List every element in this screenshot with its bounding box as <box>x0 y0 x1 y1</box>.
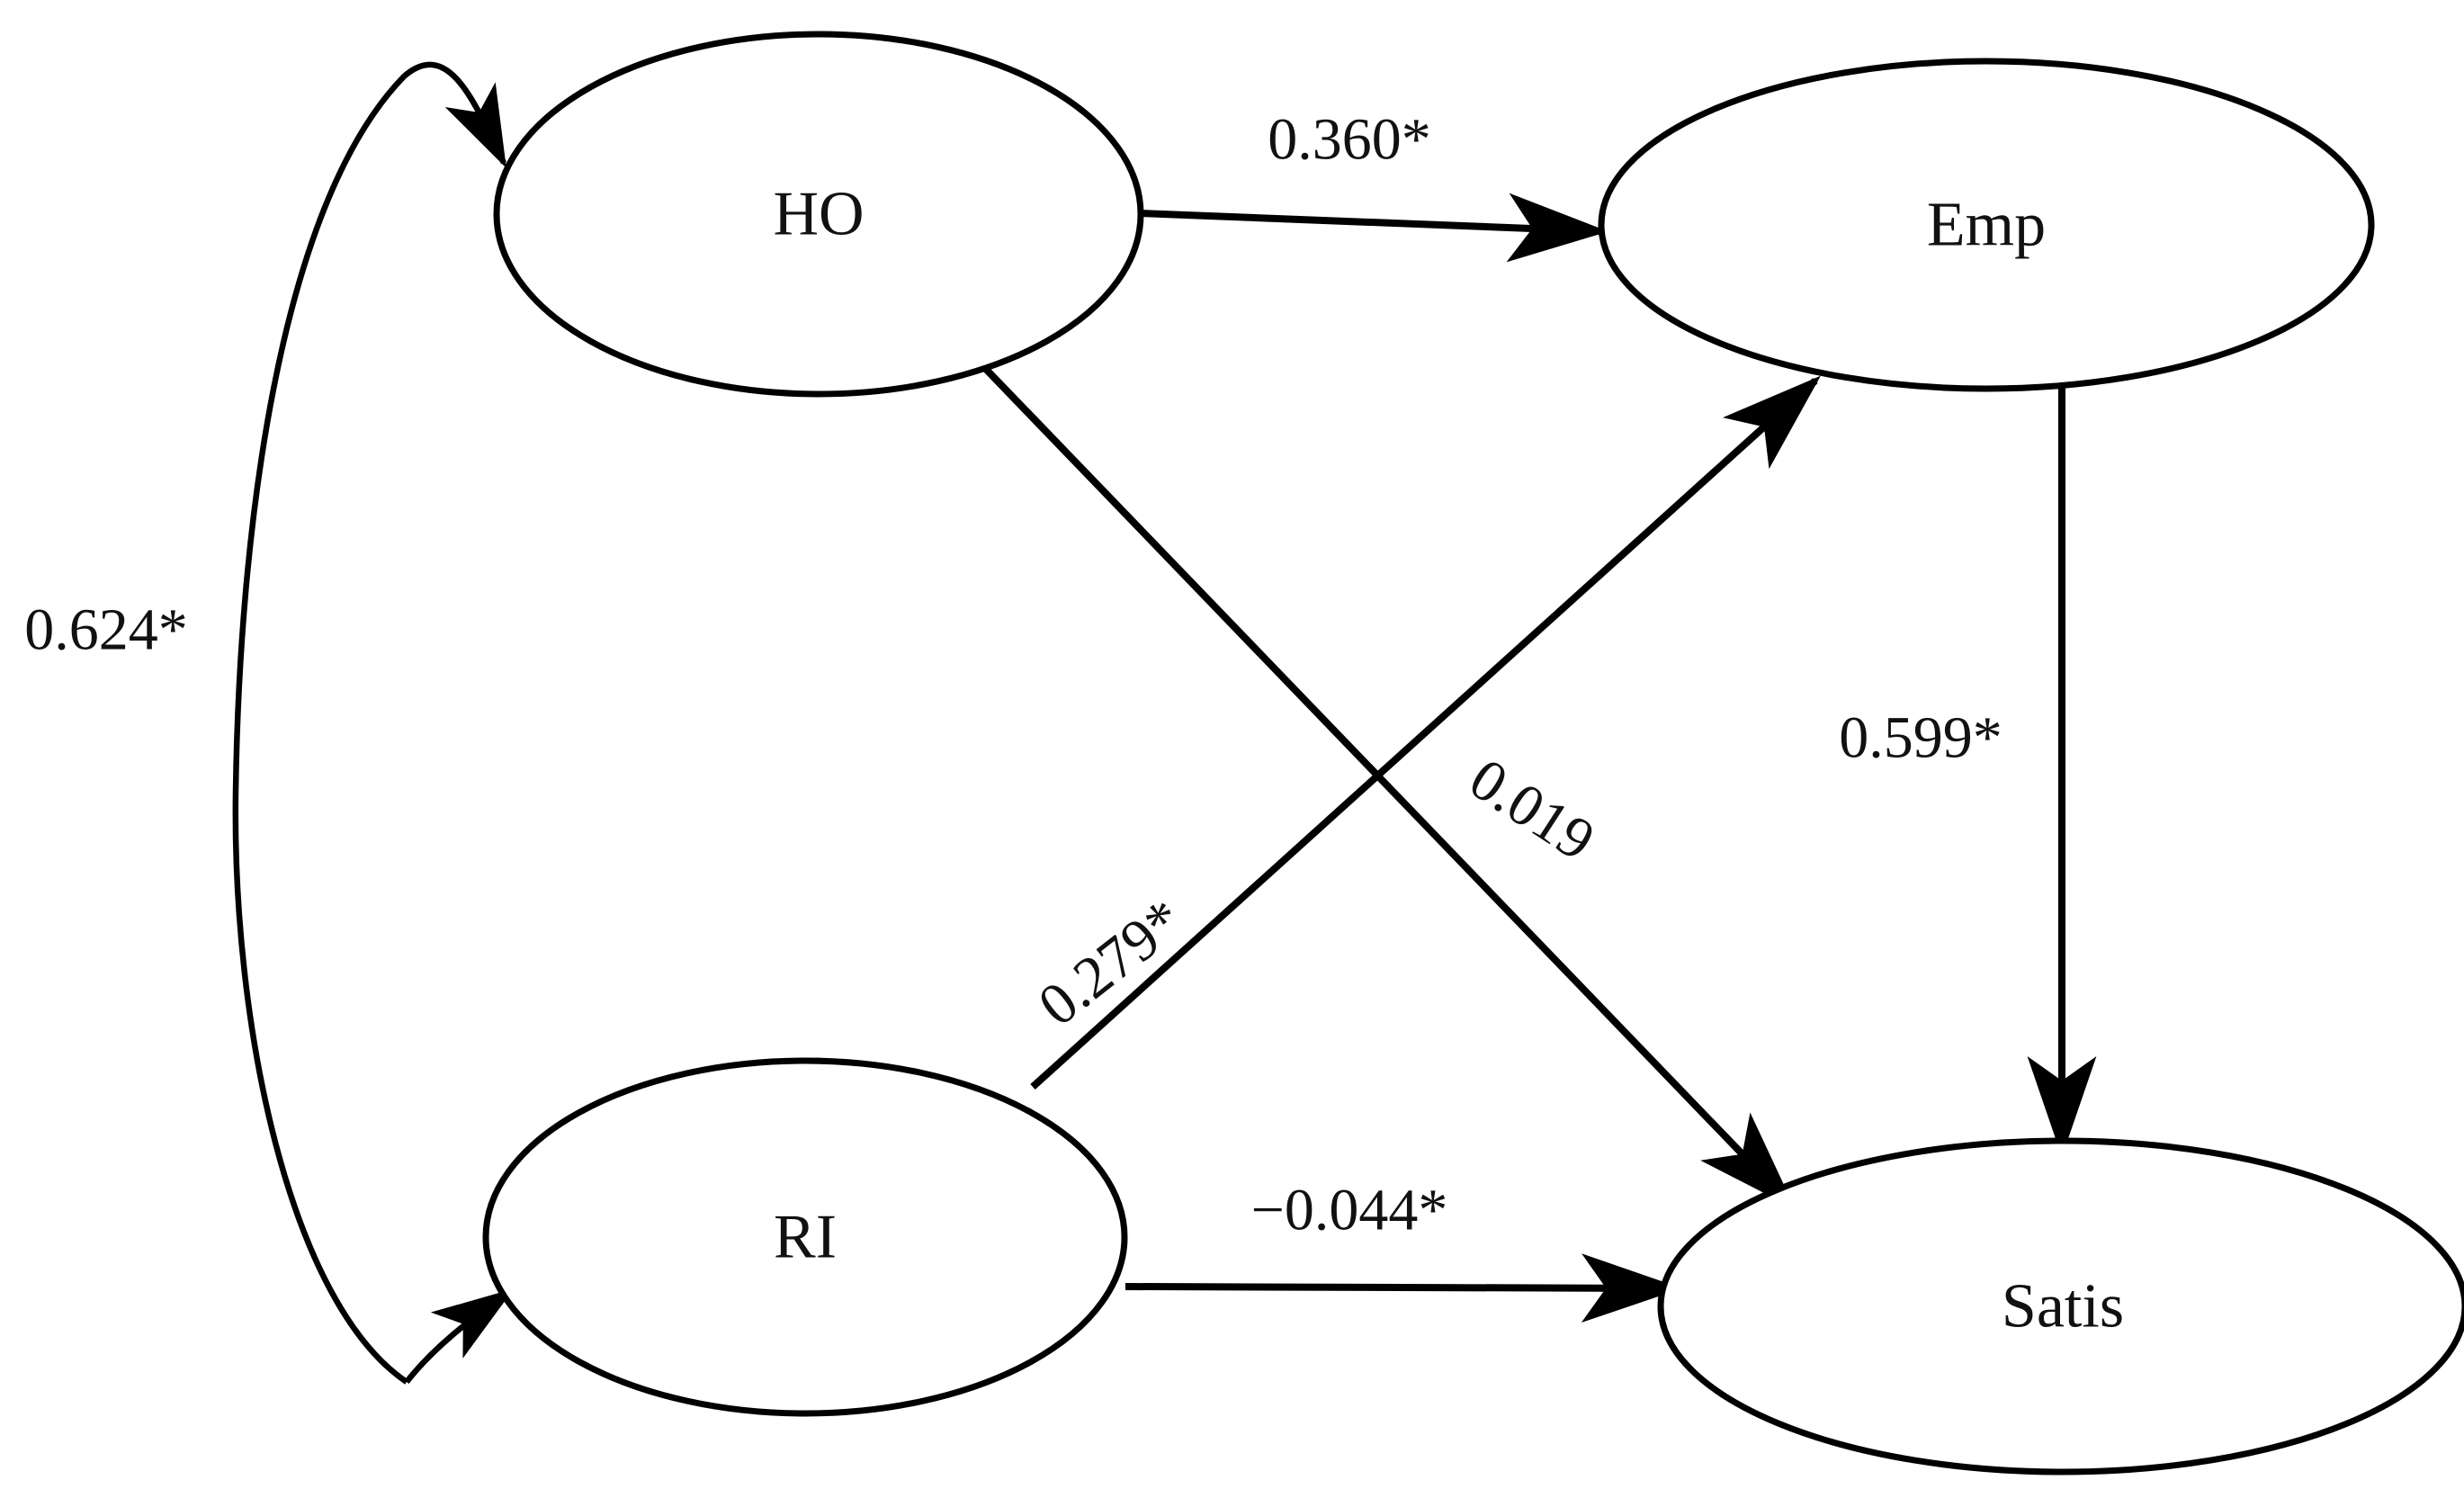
node-ho[interactable]: HO <box>493 31 1144 398</box>
node-satis[interactable]: Satis <box>1657 1137 2464 1476</box>
node-ri[interactable]: RI <box>482 1057 1128 1417</box>
edge-label-ho-ri-covariance: 0.624* <box>24 597 188 663</box>
edge-ho-ri-covariance <box>232 61 515 1385</box>
edge-ho-satis-line <box>976 359 1796 1209</box>
edge-ri-emp-line <box>1030 375 1821 1090</box>
node-satis-ellipse[interactable] <box>1657 1137 2464 1476</box>
edge-label-ho-emp: 0.360* <box>1268 107 1431 173</box>
node-emp-ellipse[interactable] <box>1598 58 2375 392</box>
node-ho-label: HO <box>773 180 864 249</box>
edge-ho-satis <box>976 359 1796 1209</box>
edge-ri-satis-line <box>1124 1253 1682 1323</box>
edge-ri-satis <box>1124 1253 1682 1323</box>
node-ri-ellipse[interactable] <box>482 1057 1128 1417</box>
edge-ri-emp <box>1030 375 1821 1090</box>
edge-label-ho-satis: 0.019 <box>1458 746 1606 874</box>
node-ho-ellipse[interactable] <box>493 31 1144 398</box>
edge-ho-ri-covariance-line <box>232 61 506 1385</box>
edge-label-ri-satis: −0.044* <box>1251 1178 1448 1243</box>
node-ri-label: RI <box>774 1203 837 1272</box>
edge-ho-ri-covariance-line-reverse <box>404 1288 515 1384</box>
node-emp[interactable]: Emp <box>1598 58 2375 392</box>
edge-label-emp-satis: 0.599* <box>1839 705 2003 771</box>
node-emp-label: Emp <box>1927 191 2046 260</box>
edge-ho-emp <box>1138 193 1608 263</box>
node-satis-label: Satis <box>2002 1272 2124 1341</box>
edge-ho-emp-line <box>1138 193 1608 263</box>
